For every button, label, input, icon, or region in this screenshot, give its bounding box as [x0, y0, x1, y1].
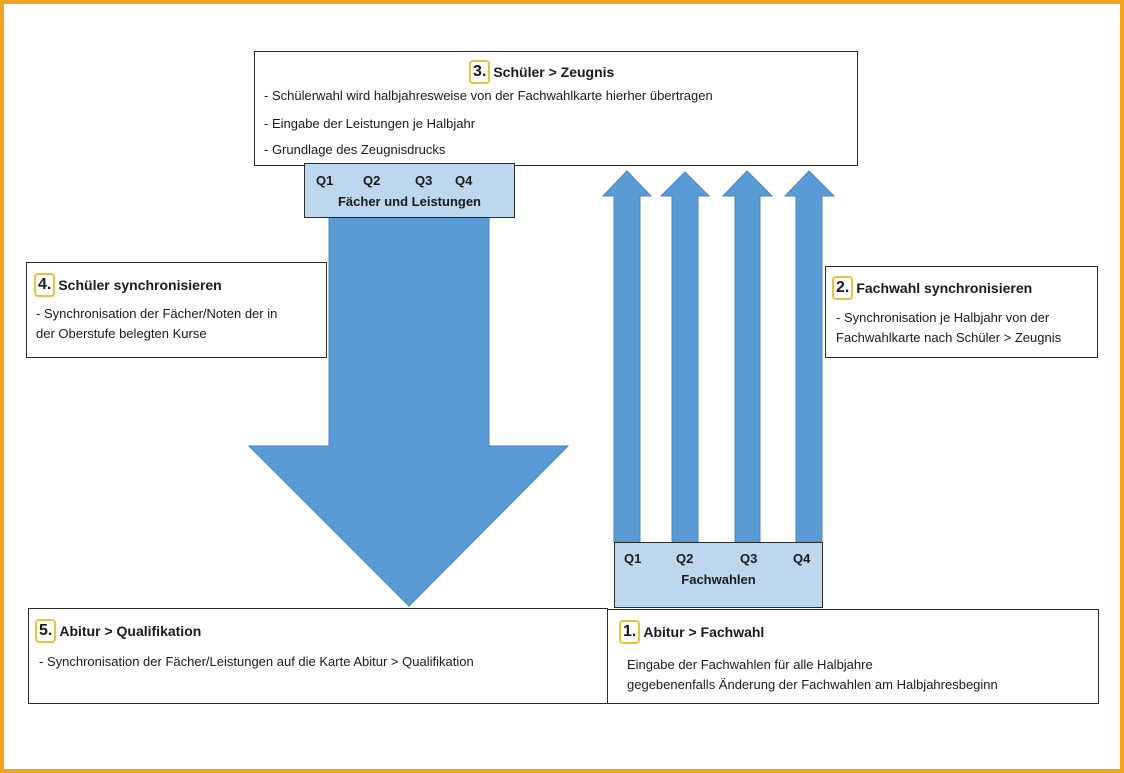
box-title: 5. Abitur > Qualifikation: [35, 619, 201, 643]
text-line: Eingabe der Fachwahlen für alle Halbjahr…: [627, 657, 873, 672]
up-arrow-q2: [659, 171, 711, 543]
text-line: - Grundlage des Zeugnisdrucks: [264, 142, 446, 157]
box-schueler-zeugnis: 3. Schüler > Zeugnis - Schülerwahl wird …: [254, 51, 858, 166]
text-line: gegebenenfalls Änderung der Fachwahlen a…: [627, 677, 998, 692]
text-line: - Schülerwahl wird halbjahresweise von d…: [264, 88, 713, 103]
quarter-label: Q2: [676, 551, 694, 566]
quarter-label: Q1: [624, 551, 642, 566]
step-number-badge: 4.: [34, 273, 56, 297]
text-line: - Synchronisation der Fächer/Noten der i…: [36, 306, 278, 321]
box-title-text: Abitur > Qualifikation: [59, 623, 202, 639]
box-title-text: Fachwahl synchronisieren: [856, 280, 1033, 296]
quarter-label: Q1: [316, 173, 334, 188]
box-schueler-synchronisieren: 4. Schüler synchronisieren - Synchronisa…: [26, 262, 327, 358]
text-line: - Eingabe der Leistungen je Halbjahr: [264, 116, 476, 131]
step-number-badge: 2.: [832, 276, 854, 300]
box-label: Fachwahlen: [681, 572, 756, 587]
box-title: 4. Schüler synchronisieren: [34, 273, 222, 297]
fachwahlen-box: Q1 Q2 Q3 Q4 Fachwahlen: [614, 542, 823, 608]
box-title-text: Schüler synchronisieren: [58, 277, 222, 293]
step-number-badge: 5.: [35, 619, 57, 643]
box-title: 1. Abitur > Fachwahl: [619, 620, 764, 644]
box-title: 3. Schüler > Zeugnis: [469, 60, 614, 84]
quarter-label: Q2: [363, 173, 381, 188]
down-arrow: [247, 216, 570, 607]
text-line: - Synchronisation der Fächer/Leistungen …: [39, 654, 474, 669]
box-abitur-fachwahl: 1. Abitur > Fachwahl Eingabe der Fachwah…: [607, 609, 1099, 704]
quarter-label: Q3: [740, 551, 758, 566]
up-arrow-q4: [783, 170, 836, 543]
text-line: - Synchronisation je Halbjahr von der: [836, 310, 1050, 325]
quarter-label: Q4: [455, 173, 473, 188]
faecher-leistungen-box: Q1 Q2 Q3 Q4 Fächer und Leistungen: [304, 163, 515, 218]
box-abitur-qualifikation: 5. Abitur > Qualifikation - Synchronisat…: [28, 608, 608, 704]
quarter-label: Q4: [793, 551, 811, 566]
box-title-text: Abitur > Fachwahl: [643, 624, 765, 640]
quarter-label: Q3: [415, 173, 433, 188]
box-title: 2. Fachwahl synchronisieren: [832, 276, 1032, 300]
box-title-text: Schüler > Zeugnis: [493, 64, 615, 80]
up-arrow-q1: [601, 170, 653, 543]
box-label: Fächer und Leistungen: [337, 194, 481, 209]
up-arrow-q3: [721, 170, 774, 543]
step-number-badge: 3.: [469, 60, 491, 84]
step-number-badge: 1.: [619, 620, 641, 644]
text-line: Fachwahlkarte nach Schüler > Zeugnis: [836, 330, 1062, 345]
text-line: der Oberstufe belegten Kurse: [36, 326, 207, 341]
box-fachwahl-synchronisieren: 2. Fachwahl synchronisieren - Synchronis…: [825, 266, 1098, 358]
